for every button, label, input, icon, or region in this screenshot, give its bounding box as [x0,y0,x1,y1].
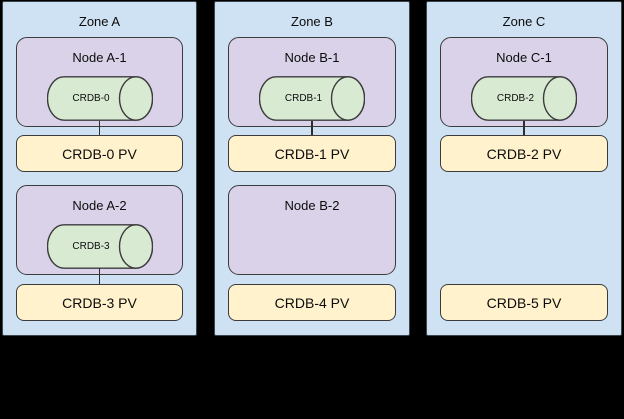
disk-cylinder: CRDB-1 [259,76,365,121]
connector-line [311,121,313,135]
pv-label: CRDB-0 PV [62,145,137,162]
node-a-1: Node A-1 CRDB-0 [16,37,183,127]
node-title: Node B-1 [284,50,340,65]
node-title: Node B-2 [284,198,340,213]
connector-line [523,121,525,135]
cylinder-icon [46,224,153,269]
cylinder-icon [471,76,577,121]
zone-c: Zone C Node C-1 CRDB-2 CRDB-2 PV CRDB-5 … [426,1,622,336]
disk-label: CRDB-2 [496,93,535,104]
pv-label: CRDB-4 PV [274,294,350,311]
pv-box: CRDB-2 PV [440,135,608,172]
zone-title: Zone A [78,14,121,29]
pv-label: CRDB-1 PV [274,145,350,162]
zone-title: Zone B [291,14,333,29]
node-title: Node A-2 [72,198,127,213]
pv-box: CRDB-3 PV [16,284,183,321]
pv-box: CRDB-5 PV [440,284,608,321]
connector-line [98,121,101,135]
zone-title: Zone C [502,14,546,29]
disk-cylinder: CRDB-2 [471,76,577,121]
zone-a: Zone A Node A-1 CRDB-0 CRDB-0 PV Node A-… [2,1,197,336]
pv-label: CRDB-2 PV [486,145,562,162]
disk-cylinder: CRDB-0 [46,76,153,121]
disk-label: CRDB-1 [284,93,323,104]
node-title: Node A-1 [72,50,127,65]
pv-label: CRDB-5 PV [486,294,562,311]
disk-label: CRDB-3 [72,241,110,252]
disk-cylinder: CRDB-3 [46,224,153,269]
connector-line [98,268,101,284]
cylinder-icon [46,76,153,121]
zone-b: Zone B Node B-1 CRDB-1 CRDB-1 PV Node B-… [214,1,410,336]
pv-label: CRDB-3 PV [62,294,137,311]
node-b-2: Node B-2 [228,185,396,275]
node-title: Node C-1 [496,50,552,65]
cylinder-icon [259,76,365,121]
pv-box: CRDB-0 PV [16,135,183,172]
node-b-1: Node B-1 CRDB-1 [228,37,396,127]
node-c-1: Node C-1 CRDB-2 [440,37,608,127]
node-a-2: Node A-2 CRDB-3 [16,185,183,275]
disk-label: CRDB-0 [72,93,110,104]
pv-box: CRDB-1 PV [228,135,396,172]
pv-box: CRDB-4 PV [228,284,396,321]
